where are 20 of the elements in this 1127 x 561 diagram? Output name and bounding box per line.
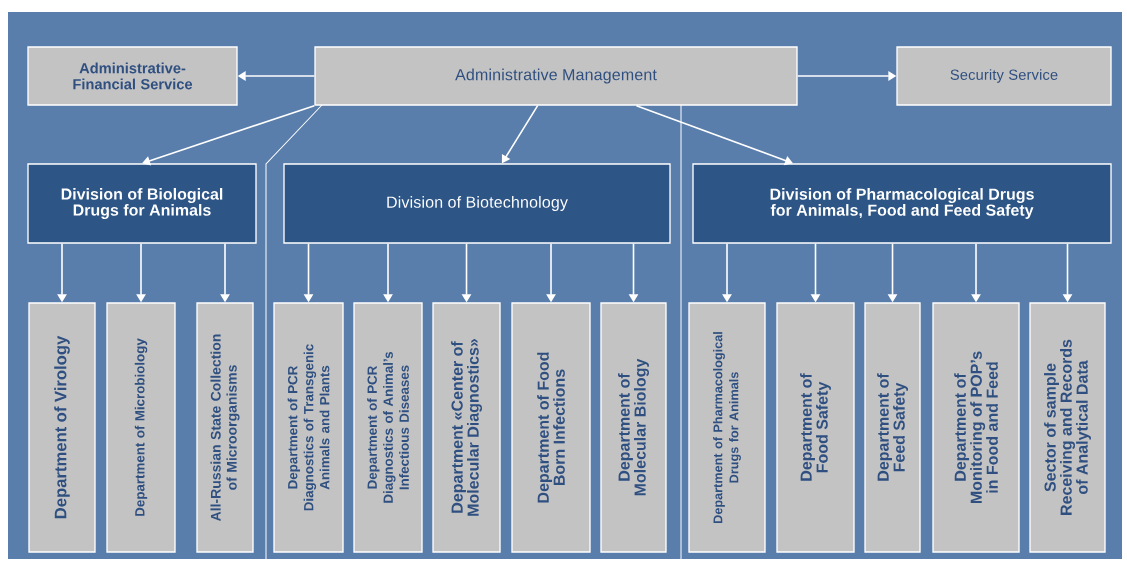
department-box: Department of PCR Diagnostics of Transgenic Animals and Plants [273, 302, 344, 553]
division-box: Division of Biotechnology [283, 163, 671, 244]
department-box: Sector of sample Receiving and Records of Analytical Data [1029, 302, 1106, 553]
department-box: Department of Feed Safety [864, 302, 921, 553]
department-box: Department of Virology [28, 302, 96, 553]
department-box: Department of Monitoring of POP’s in Food and Feed [932, 302, 1020, 553]
department-box: Department of Pharmacological Drugs for Animals [688, 302, 766, 553]
service-box: Administrative-Financial Service [27, 46, 238, 106]
department-box: All-Russian State Collection of Microorganisms [196, 302, 254, 553]
department-box: Department of PCR Diagnostics of Animal’s Infectious Diseases [353, 302, 423, 553]
department-box: Department of Microbiology [106, 302, 176, 553]
management-box: Administrative Management [314, 46, 798, 106]
arrow [142, 104, 316, 166]
management-box: Security Service [896, 46, 1112, 106]
department-box: Department of Molecular Biology [600, 302, 667, 553]
department-box: Department of Food Safety [776, 302, 855, 553]
division-box: Division of Pharmacological Drugs for Animals, Food and Feed Safety [692, 163, 1112, 244]
department-box: Department of Food Born Infections [511, 302, 591, 553]
division-box: Division of Biological Drugs for Animals [27, 163, 257, 244]
department-box: Department «Center of Molecular Diagnostics» [432, 302, 501, 553]
